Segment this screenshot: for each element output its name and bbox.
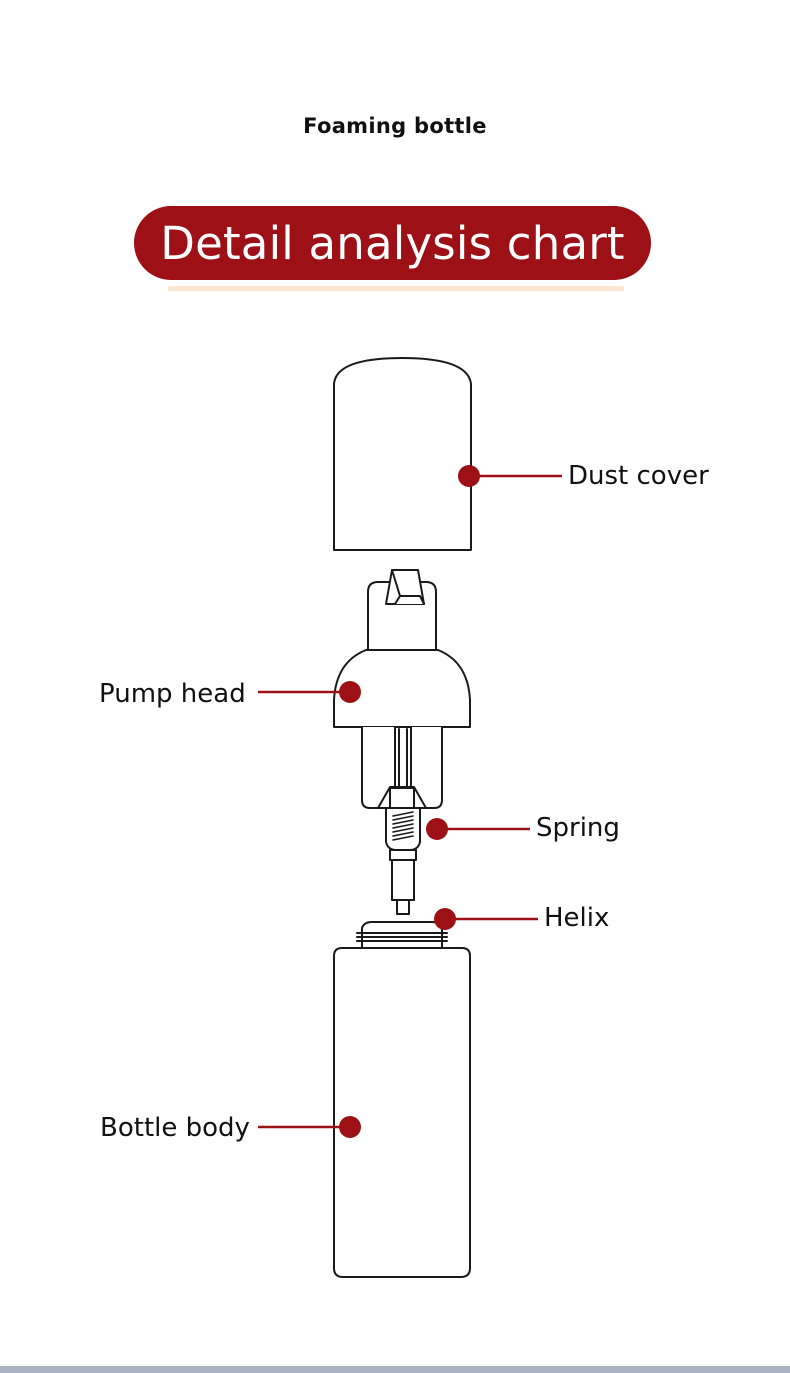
bottle-body-callout [258,1116,361,1138]
pump-head-dot [339,681,361,703]
helix-part [356,921,448,949]
banner-underline [168,286,624,291]
label-pump-head: Pump head [99,679,246,709]
title-banner: Detail analysis chart [134,206,651,280]
dust-cover-callout [458,465,562,487]
spring-part [377,726,427,915]
label-bottle-body: Bottle body [100,1113,250,1143]
spring-callout [426,818,530,840]
page-subtitle: Foaming bottle [303,114,487,138]
spring-dot [426,818,448,840]
dust-cover-part [333,357,472,551]
bottle-body-dot [339,1116,361,1138]
pump-head-part [333,569,471,809]
bottom-divider-bar [0,1366,790,1373]
helix-callout [434,908,538,930]
label-spring: Spring [536,813,620,843]
bottle-body-part [333,947,471,1278]
label-helix: Helix [544,903,610,933]
pump-head-callout [258,681,361,703]
helix-dot [434,908,456,930]
label-dust-cover: Dust cover [568,461,709,491]
dust-cover-dot [458,465,480,487]
banner-title: Detail analysis chart [160,216,625,270]
